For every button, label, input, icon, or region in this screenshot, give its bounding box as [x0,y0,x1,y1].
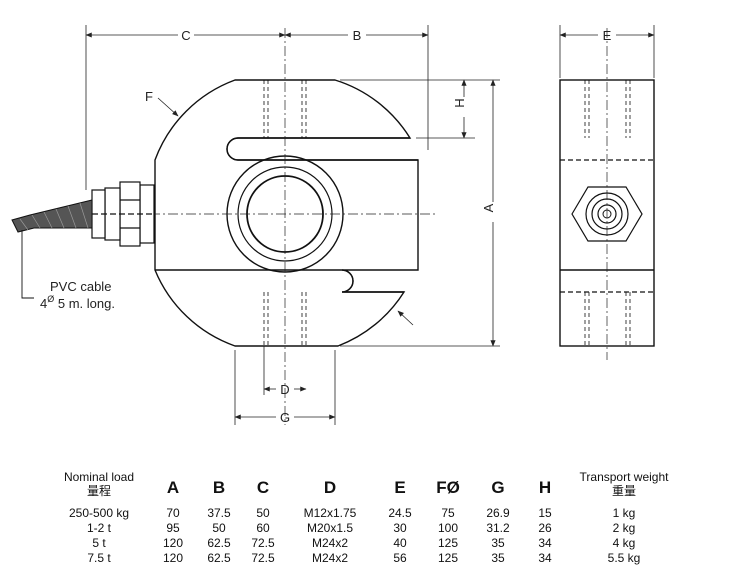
upper-slot [226,137,418,161]
cable-note-line2: 4Ø 5 m. long. [40,294,115,311]
table-cell: 34 [538,551,552,565]
col-e: E [394,478,406,497]
table-cell: 250-500 kg [68,506,130,520]
table-cell: 50 [212,521,226,535]
table-cell: 56 [393,551,407,565]
dim-label-f: F [145,89,153,104]
table-row: 1-2 t 95 50 60 M20x1.5 30 100 31.2 26 2 … [48,521,682,536]
col-transport-weight-label: Transport weight [579,470,669,484]
table-cell: 5.5 kg [607,551,641,565]
lower-slot [155,269,404,293]
col-g: G [491,478,505,497]
col-nominal-load: Nominal load 量程 [48,470,150,502]
table-cell: 60 [256,521,270,535]
table-cell: M12x1.75 [303,506,357,520]
table-row: 250-500 kg 70 37.5 50 M12x1.75 24.5 75 2… [48,502,682,521]
center-lines [150,28,435,425]
col-c: C [256,478,270,497]
table-cell: M24x2 [311,536,349,550]
col-d: D [323,478,337,497]
table-cell: M24x2 [311,551,349,565]
cable-note-line1: PVC cable [50,279,111,294]
table-header-row: Nominal load 量程 A B C D E FØ G H Transpo… [48,470,682,502]
specification-table: Nominal load 量程 A B C D E FØ G H Transpo… [48,470,682,566]
dim-label-c: C [181,28,190,43]
table-cell: 37.5 [207,506,231,520]
table-cell: 7.5 t [87,551,111,565]
gland-ring-inner [597,204,617,224]
table-cell: 35 [491,551,505,565]
table-cell: 95 [166,521,180,535]
table-cell: 26 [538,521,552,535]
pvc-cable [11,199,93,233]
col-transport-weight-label-cn: 重量 [611,484,636,498]
table-row: 5 t 120 62.5 72.5 M24x2 40 125 35 34 4 k… [48,536,682,551]
load-cell-drawing: C B E F A H D G PVC cable 4Ø 5 m. long. [11,25,655,425]
table-cell: 31.2 [486,521,510,535]
dim-label-d: D [280,382,289,397]
table-cell: 1 kg [612,506,636,520]
table-cell: 120 [162,551,184,565]
table-cell: 4 kg [612,536,636,550]
col-f: FØ [436,478,460,497]
hidden-thread-lines [263,80,307,346]
table-cell: 100 [437,521,459,535]
table-cell: 40 [393,536,407,550]
dim-label-a: A [481,203,496,212]
table-cell: 24.5 [388,506,412,520]
dim-label-g: G [280,410,290,425]
table-cell: 120 [162,536,184,550]
col-a: A [166,478,180,497]
table-cell: 75 [441,506,455,520]
col-b: B [212,478,226,497]
table-cell: 72.5 [251,551,275,565]
col-nominal-load-label-cn: 量程 [86,484,111,498]
dim-label-h: H [452,98,467,107]
table-cell: 72.5 [251,536,275,550]
s-beam-body-outline [154,79,419,347]
col-nominal-load-label: Nominal load [63,470,135,484]
cable-note-diameter-symbol: Ø [47,294,54,304]
side-view-hidden-lines [584,80,631,346]
table-cell: 2 kg [612,521,636,535]
dim-label-b: B [353,28,362,43]
table-cell: 34 [538,536,552,550]
table-cell: 125 [437,536,459,550]
table-cell: 15 [538,506,552,520]
table-cell: 5 t [92,536,106,550]
side-view [559,28,655,360]
table-cell: 62.5 [207,536,231,550]
table-row: 7.5 t 120 62.5 72.5 M24x2 56 125 35 34 5… [48,551,682,566]
table-cell: 35 [491,536,505,550]
dim-label-e: E [603,28,612,43]
col-h: H [538,478,552,497]
dimension-lines [85,25,655,425]
cable-note-length: 5 m. long. [54,296,115,311]
cable-gland [91,181,155,247]
table-cell: 50 [256,506,270,520]
s-beam-front-view [150,28,435,425]
table-cell: 26.9 [486,506,510,520]
cable-note-diameter-value: 4 [40,296,47,311]
col-transport-weight: Transport weight 重量 [566,470,682,502]
table-cell: M20x1.5 [306,521,354,535]
table-cell: 70 [166,506,180,520]
table-cell: 62.5 [207,551,231,565]
table-cell: 1-2 t [86,521,111,535]
table-cell: 30 [393,521,407,535]
table-cell: 125 [437,551,459,565]
cable-leader-line [21,230,34,299]
